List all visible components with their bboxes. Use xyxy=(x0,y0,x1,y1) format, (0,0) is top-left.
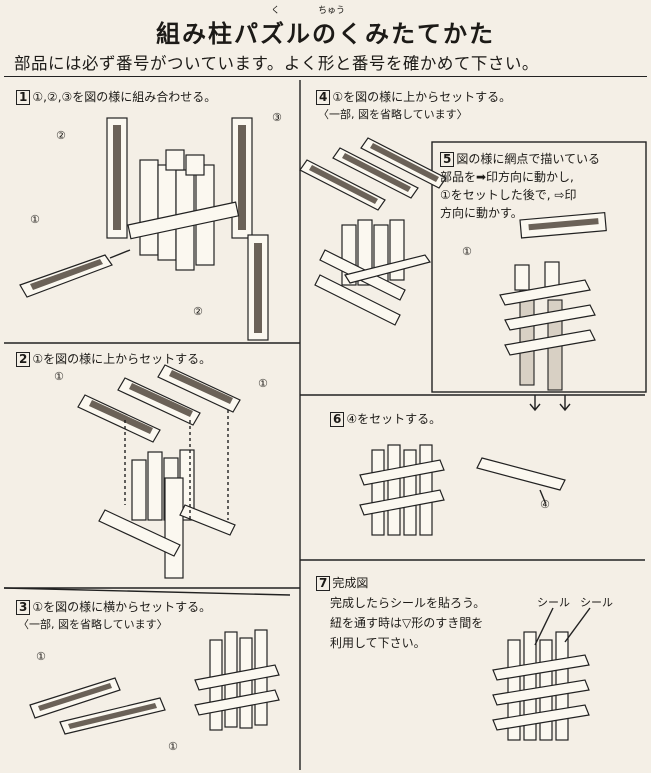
step-2-number: 2 xyxy=(16,352,31,367)
step-7-line-3: 利用して下さい。 xyxy=(330,636,426,650)
callout-1-step2-right: ① xyxy=(258,377,268,390)
callout-2-lower: ② xyxy=(193,305,203,318)
title-ruby-chuu: ちゅう xyxy=(318,6,346,16)
step-7-line-2: 紐を通す時は▽形のすき間を xyxy=(330,616,484,630)
step1-figure xyxy=(19,117,269,341)
page-title: 組み柱パズルのくみたてかた xyxy=(0,14,651,49)
step-5-line-2: 部品を➡印方向に動かし, xyxy=(440,170,574,184)
step-4-text: ①を図の様に上からセットする。 xyxy=(332,90,512,104)
title-ruby-ku: く xyxy=(271,6,281,16)
callout-seal-right: シール xyxy=(580,596,613,609)
step-7-number: 7 xyxy=(316,576,331,591)
step2-figure xyxy=(77,364,241,579)
step-6-number: 6 xyxy=(330,412,345,427)
step-4-number: 4 xyxy=(316,90,331,105)
callout-1-step3-right: ① xyxy=(168,740,178,753)
step-6-text: ④をセットする。 xyxy=(346,412,442,426)
callout-4: ④ xyxy=(540,498,550,511)
step-1-text: ①,②,③を図の様に組み合わせる。 xyxy=(32,90,217,104)
callout-seal-left: シール xyxy=(537,596,570,609)
panel-borders xyxy=(3,80,647,770)
step-5-line-4: 方向に動かす。 xyxy=(440,206,523,220)
step4-figure xyxy=(299,137,447,326)
step-2-text: ①を図の様に上からセットする。 xyxy=(32,352,212,366)
step-5-number: 5 xyxy=(440,152,455,167)
page-title-text: 組み柱パズルのくみたてかた xyxy=(156,20,495,48)
callout-2-upper: ② xyxy=(56,129,66,142)
step-7-title: 完成図 xyxy=(332,576,369,590)
step3-figure xyxy=(29,629,280,735)
title-divider xyxy=(4,76,647,77)
step-5-line-3: ①をセットした後で, ⇨印 xyxy=(440,188,577,202)
step-3-note: 〈一部, 図を省略しています〉 xyxy=(18,618,168,631)
step6-figure xyxy=(359,444,566,536)
step-3-number: 3 xyxy=(16,600,31,615)
step7-figure xyxy=(492,607,591,741)
instruction-subtitle: 部品には必ず番号がついています。よく形と番号を確かめて下さい。 xyxy=(14,54,539,73)
callout-3: ③ xyxy=(272,111,282,124)
step5-figure xyxy=(499,211,607,412)
step-5-line-1: 図の様に網点で描いている xyxy=(456,152,601,166)
callout-1-step2-left: ① xyxy=(54,370,64,383)
step-3-text: ①を図の様に横からセットする。 xyxy=(32,600,212,614)
step-4-note: 〈一部, 図を省略しています〉 xyxy=(318,108,468,121)
callout-1-step3-left: ① xyxy=(36,650,46,663)
step-1-number: 1 xyxy=(16,90,31,105)
callout-1-step1: ① xyxy=(30,213,40,226)
callout-1-step5: ① xyxy=(462,245,472,258)
step-7-line-1: 完成したらシールを貼ろう。 xyxy=(330,596,486,610)
